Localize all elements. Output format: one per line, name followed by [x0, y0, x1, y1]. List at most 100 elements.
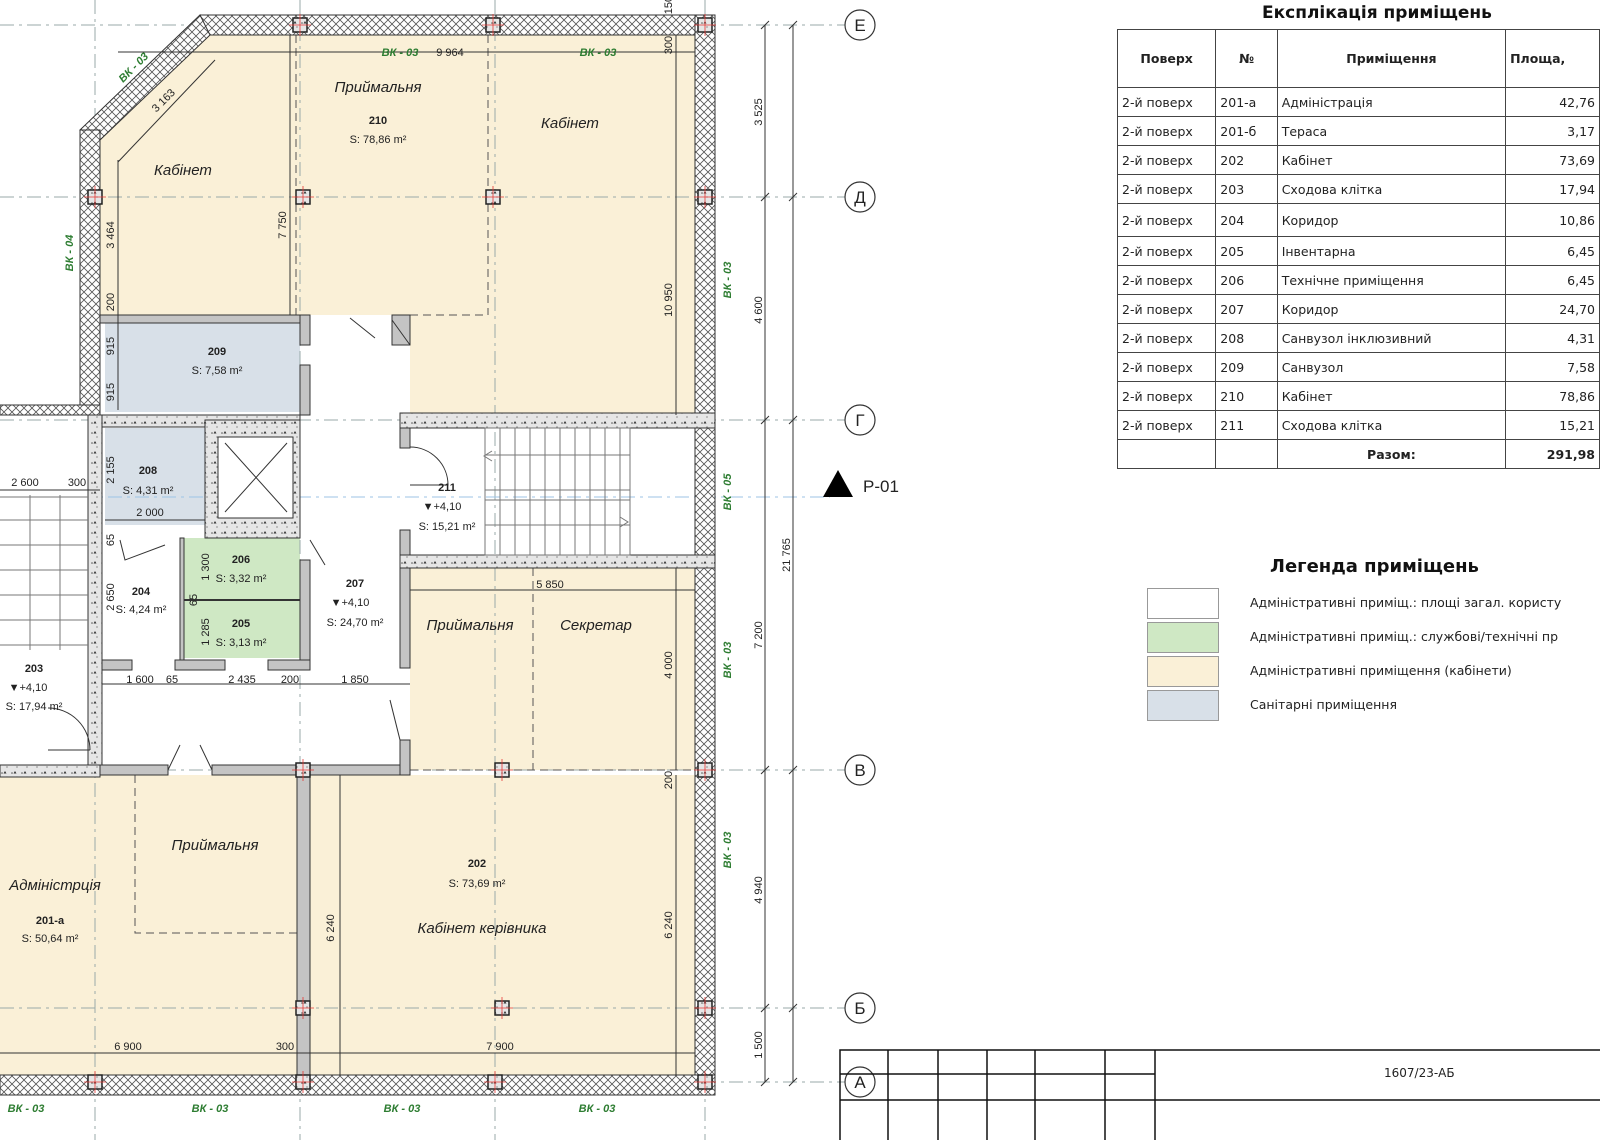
dimension-label: 4 940	[753, 876, 765, 904]
dimension-label: 1 500	[753, 1031, 765, 1059]
dimension-label: 200	[663, 771, 675, 789]
legend-label: Адміністративні приміщ.: площі загал. ко…	[1250, 595, 1562, 610]
stair-211	[483, 427, 631, 556]
cell-room: Санвузол	[1276, 352, 1507, 382]
legend-item: Адміністративні приміщ.: службові/техніч…	[1147, 622, 1600, 653]
axis-marker: Е	[844, 9, 876, 41]
room-label: ▼+4,10	[9, 682, 48, 694]
cell-floor: 2-й поверх	[1116, 174, 1217, 204]
column-icon	[292, 759, 314, 781]
dimension-label: 7 750	[277, 211, 289, 239]
dimension-label: 1 850	[341, 674, 369, 686]
room-label: Приймальня	[427, 617, 514, 634]
dimension-label: 2 155	[105, 456, 117, 484]
room-label: S: 3,13 m²	[216, 637, 267, 649]
cell-number: 208	[1215, 323, 1278, 353]
axis-label: Г	[855, 411, 864, 430]
window-tag: ВК - 03	[722, 262, 734, 299]
room-label: S: 17,94 m²	[6, 701, 63, 713]
cell-floor: 2-й поверх	[1116, 410, 1217, 440]
column-icon	[491, 759, 513, 781]
room-label: 203	[25, 663, 43, 675]
room-label: S: 4,24 m²	[116, 604, 167, 616]
column-icon	[292, 186, 314, 208]
room-label: 207	[346, 578, 364, 590]
cell-number: 206	[1215, 265, 1278, 295]
room-reception-fill	[410, 568, 695, 770]
cell-area: 73,69	[1505, 145, 1600, 175]
axis-label: А	[854, 1073, 866, 1092]
axis-marker: Г	[844, 404, 876, 436]
room-label: ▼+4,10	[423, 501, 462, 513]
room-208-fill	[105, 428, 205, 525]
room-label: 210	[369, 115, 387, 127]
dimension-label: 5 850	[536, 579, 564, 591]
window-tag: ВК - 03	[8, 1103, 45, 1115]
legend-label: Адміністративні приміщ.: службові/техніч…	[1250, 629, 1559, 644]
cell-floor: 2-й поверх	[1116, 381, 1217, 411]
cell-room: Коридор	[1276, 203, 1507, 237]
cell-room: Адміністрація	[1276, 87, 1507, 117]
axis-label: Б	[854, 999, 865, 1018]
room-label: ▼+4,10	[331, 597, 370, 609]
room-label: 201-а	[36, 915, 65, 927]
total-label: Разом:	[1276, 439, 1507, 469]
cell-area: 4,31	[1505, 323, 1600, 353]
dimension-label: 6 900	[114, 1041, 142, 1053]
columns	[84, 14, 716, 1093]
cell-room: Сходова клітка	[1276, 410, 1507, 440]
axis-marker: Б	[844, 992, 876, 1024]
section-marker-icon	[823, 470, 853, 497]
cell-room: Коридор	[1276, 294, 1507, 324]
axis-markers: Е Д Г В Б А	[844, 9, 876, 1098]
legend-label: Санітарні приміщення	[1250, 697, 1397, 712]
axis-marker: В	[844, 754, 876, 786]
legend-swatch	[1147, 690, 1219, 721]
room-label: S: 4,31 m²	[123, 485, 174, 497]
cell-number: 209	[1215, 352, 1278, 382]
room-label: 209	[208, 346, 226, 358]
legend-swatch	[1147, 588, 1219, 619]
room-label: 204	[132, 586, 151, 598]
cell-number: 210	[1215, 381, 1278, 411]
column-icon	[694, 186, 716, 208]
dimension-label: 2 000	[136, 507, 164, 519]
column-icon	[482, 186, 504, 208]
dimension-label: 1 300	[200, 553, 212, 581]
cell-number: 203	[1215, 174, 1278, 204]
doors	[47, 317, 449, 771]
zone-dividers	[134, 35, 695, 934]
legend-swatch	[1147, 656, 1219, 687]
cell-floor: 2-й поверх	[1116, 116, 1217, 146]
column-icon	[694, 997, 716, 1019]
dimension-label: 65	[166, 674, 178, 686]
table-header-row: Поверх № Приміщення Площа,	[1116, 29, 1600, 88]
cell-number: 202	[1215, 145, 1278, 175]
cell-number: 201-б	[1215, 116, 1278, 146]
window-tag: ВК - 03	[384, 1103, 421, 1115]
room-label: 205	[232, 618, 250, 630]
cell-room: Сходова клітка	[1276, 174, 1507, 204]
axis-label: Д	[854, 188, 866, 207]
cell-floor: 2-й поверх	[1116, 294, 1217, 324]
cell-floor: 2-й поверх	[1116, 265, 1217, 295]
cell-room: Інвентарна	[1276, 236, 1507, 266]
dimension-label: 4 600	[753, 296, 765, 324]
explication-title: Експлікація приміщень	[1262, 3, 1492, 23]
room-label: S: 15,21 m²	[419, 521, 476, 533]
table-total-row: Разом:291,98	[1116, 439, 1600, 469]
room-label: Кабінет	[541, 115, 599, 132]
room-label: 206	[232, 554, 250, 566]
cell-floor: 2-й поверх	[1116, 145, 1217, 175]
cell-area: 6,45	[1505, 236, 1600, 266]
cell-area: 6,45	[1505, 265, 1600, 295]
legend-swatch	[1147, 622, 1219, 653]
cell-room: Кабінет	[1276, 381, 1507, 411]
